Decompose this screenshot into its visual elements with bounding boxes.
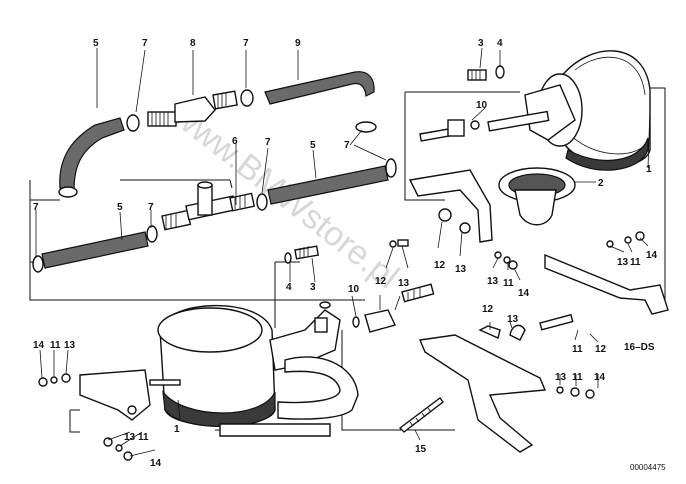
outlet-tube [277, 356, 359, 420]
clip-7a [58, 186, 78, 198]
clip-7b [126, 114, 140, 132]
callout-4b: 4 [286, 282, 292, 293]
callout-12c: 12 [482, 304, 494, 315]
clip-7c [240, 89, 254, 107]
washer-10-lower [352, 316, 360, 328]
callout-13a: 13 [455, 264, 467, 275]
callout-13h: 13 [555, 372, 567, 383]
callout-1a: 1 [646, 164, 652, 175]
hose-straight-mid [267, 165, 389, 205]
callout-14d: 14 [150, 458, 162, 469]
callout-7d: 7 [265, 137, 271, 148]
brake-booster-lower [38, 245, 599, 461]
washer-10 [470, 120, 480, 130]
callout-6: 6 [232, 136, 238, 147]
callout-11c: 11 [572, 344, 583, 355]
callout-11d: 11 [50, 340, 61, 351]
callout-3a: 3 [478, 38, 484, 49]
callout-14a: 14 [518, 288, 530, 299]
callout-10b: 10 [348, 284, 360, 295]
nut-4 [495, 65, 505, 79]
clip-7f [256, 193, 268, 211]
mounting-bracket-upper [408, 169, 493, 243]
check-valve [147, 90, 238, 127]
mounting-bracket-left [79, 369, 151, 421]
callout-14e: 14 [594, 372, 606, 383]
callout-7a: 7 [142, 38, 148, 49]
callout-12b: 12 [375, 276, 387, 287]
callout-7e: 7 [33, 202, 39, 213]
support-bracket-right [544, 253, 669, 315]
callout-16-ds: 16–DS [624, 342, 655, 353]
callout-labels: 5 7 8 7 9 7 6 7 5 7 5 7 3 4 10 2 1 12 13… [33, 38, 666, 472]
callout-10a: 10 [476, 100, 488, 111]
support-bracket-lower [419, 334, 547, 453]
callout-4a: 4 [497, 38, 503, 49]
callout-1b: 1 [174, 424, 180, 435]
brake-booster-upper [385, 47, 669, 315]
callout-12d: 12 [595, 344, 607, 355]
callout-13b: 13 [487, 276, 499, 287]
bolt-15 [398, 397, 444, 433]
callout-13g: 13 [124, 432, 136, 443]
clip-7e [385, 158, 397, 178]
callout-13c: 13 [617, 257, 629, 268]
callout-13d: 13 [398, 278, 410, 289]
callout-3b: 3 [310, 282, 316, 293]
clip-lower-right [146, 225, 158, 243]
tee-fitting [364, 309, 396, 333]
callout-11a: 11 [503, 278, 514, 289]
callout-2: 2 [598, 178, 604, 189]
callout-7c: 7 [344, 140, 350, 151]
callout-11e: 11 [138, 432, 149, 443]
hose-assembly-upper [29, 48, 397, 301]
callout-5b: 5 [310, 140, 316, 151]
callout-12a: 12 [434, 260, 446, 271]
callout-11b: 11 [630, 257, 641, 268]
callout-14c: 14 [33, 340, 45, 351]
t-connector [161, 181, 256, 231]
callout-13f: 13 [64, 340, 76, 351]
callout-15: 15 [415, 444, 427, 455]
callout-13e: 13 [507, 314, 519, 325]
clip-lower-left [32, 255, 44, 273]
callout-14b: 14 [646, 250, 658, 261]
diagram-code: 00004475 [630, 463, 666, 472]
stud-3 [467, 69, 487, 81]
callout-9: 9 [295, 38, 301, 49]
hose-bent [264, 71, 375, 105]
stud-3-lower [294, 245, 320, 260]
callout-7b: 7 [243, 38, 249, 49]
callout-8: 8 [190, 38, 196, 49]
callout-5a: 5 [93, 38, 99, 49]
callout-7f: 7 [148, 202, 154, 213]
callout-11f: 11 [572, 372, 583, 383]
hose-straight-low [41, 231, 149, 269]
clip-7d [355, 121, 377, 133]
clevis [447, 119, 465, 137]
callout-5c: 5 [117, 202, 123, 213]
hose-curved [59, 117, 125, 191]
